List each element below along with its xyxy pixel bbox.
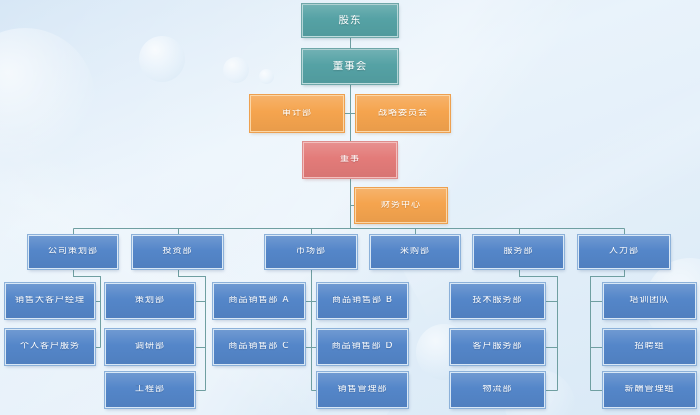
org-node-customer-service-label: 客户服务部	[472, 342, 523, 352]
bubble-decor	[0, 28, 95, 168]
org-node-engineering-label: 工程部	[134, 385, 165, 395]
org-node-training-team[interactable]: 培训团队	[603, 283, 696, 319]
org-node-dept-planning[interactable]: 公司策划部	[28, 235, 118, 269]
org-node-finance-center-label: 财务中心	[380, 200, 421, 210]
org-node-director-label: 董事	[339, 155, 360, 165]
org-node-sales-management-label: 销售管理部	[337, 385, 388, 395]
org-node-dept-investment-label: 投资部	[162, 247, 193, 257]
org-node-dept-planning-label: 公司策划部	[47, 247, 98, 257]
org-node-logistics-label: 物流部	[482, 385, 513, 395]
org-node-dept-market-label: 市场部	[295, 247, 326, 257]
org-node-dept-hr[interactable]: 人力部	[578, 235, 670, 269]
org-node-sales-b[interactable]: 商品销售部 B	[317, 283, 408, 319]
org-node-board[interactable]: 董事会	[302, 49, 398, 84]
org-node-board-label: 董事会	[332, 60, 368, 72]
org-node-sales-management[interactable]: 销售管理部	[317, 372, 408, 408]
org-node-audit-label: 审计部	[281, 108, 312, 118]
org-node-dept-market[interactable]: 市场部	[265, 235, 357, 269]
org-node-finance-center[interactable]: 财务中心	[355, 188, 447, 223]
org-node-dept-investment[interactable]: 投资部	[132, 235, 223, 269]
org-node-sales-c[interactable]: 商品销售部 C	[213, 329, 305, 365]
org-node-dept-hr-label: 人力部	[608, 247, 639, 257]
streak-decor	[388, 7, 700, 323]
org-node-sales-a-label: 商品销售部 A	[228, 296, 290, 306]
org-node-dept-service-label: 服务部	[503, 247, 534, 257]
org-node-shareholders-label: 股东	[338, 14, 362, 26]
org-node-tech-service[interactable]: 技术服务部	[450, 283, 545, 319]
org-node-personal-customer-service[interactable]: 个人客户服务	[5, 329, 95, 365]
org-node-sales-d-label: 商品销售部 D	[331, 342, 394, 352]
bubble-decor	[259, 69, 274, 84]
org-node-research[interactable]: 调研部	[105, 329, 195, 365]
org-node-planning-label: 策划部	[134, 296, 165, 306]
org-node-audit[interactable]: 审计部	[250, 95, 344, 132]
org-node-dept-procurement-label: 采购部	[399, 247, 430, 257]
org-node-strategy-label: 战略委员会	[377, 108, 428, 118]
org-node-strategy[interactable]: 战略委员会	[356, 95, 450, 132]
org-node-shareholders[interactable]: 股东	[302, 4, 398, 37]
org-node-training-team-label: 培训团队	[629, 296, 670, 306]
org-node-tech-service-label: 技术服务部	[472, 296, 523, 306]
bubble-decor	[223, 57, 249, 83]
org-node-logistics[interactable]: 物流部	[450, 372, 545, 408]
org-node-sales-b-label: 商品销售部 B	[331, 296, 394, 306]
org-node-key-account-manager-label: 销售大客户经理	[14, 296, 85, 306]
org-node-key-account-manager[interactable]: 销售大客户经理	[5, 283, 95, 319]
org-node-recruiting-group-label: 招聘组	[634, 342, 665, 352]
org-node-compensation-group[interactable]: 薪酬管理组	[603, 372, 696, 408]
org-node-recruiting-group[interactable]: 招聘组	[603, 329, 696, 365]
org-node-director[interactable]: 董事	[303, 142, 397, 178]
org-node-research-label: 调研部	[134, 342, 165, 352]
org-node-engineering[interactable]: 工程部	[105, 372, 195, 408]
org-node-dept-service[interactable]: 服务部	[473, 235, 564, 269]
org-node-sales-d[interactable]: 商品销售部 D	[317, 329, 408, 365]
org-node-dept-procurement[interactable]: 采购部	[370, 235, 460, 269]
org-node-customer-service[interactable]: 客户服务部	[450, 329, 545, 365]
org-node-sales-a[interactable]: 商品销售部 A	[213, 283, 305, 319]
org-node-planning[interactable]: 策划部	[105, 283, 195, 319]
org-node-sales-c-label: 商品销售部 C	[228, 342, 290, 352]
org-node-compensation-group-label: 薪酬管理组	[624, 385, 675, 395]
org-node-personal-customer-service-label: 个人客户服务	[19, 342, 80, 352]
bubble-decor	[139, 36, 185, 82]
